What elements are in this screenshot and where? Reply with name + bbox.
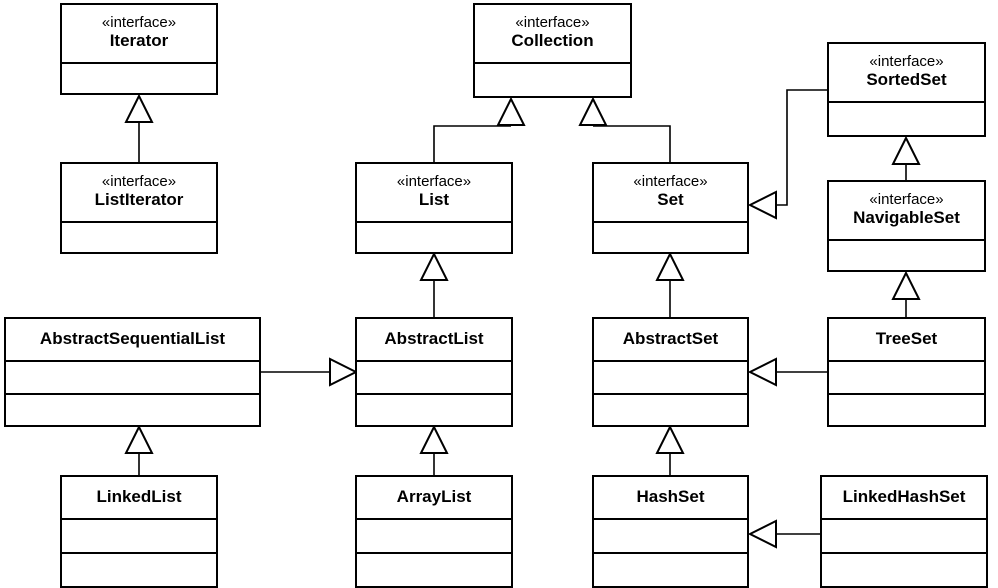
class-name-abstractset: AbstractSet bbox=[622, 328, 719, 348]
class-name-hashset: HashSet bbox=[636, 486, 705, 506]
class-box-arraylist[interactable]: ArrayList bbox=[355, 475, 513, 588]
class-box-header-set: «interface»Set bbox=[594, 164, 747, 223]
edge-listiterator-extends-iterator bbox=[124, 93, 154, 162]
class-box-header-listiterator: «interface»ListIterator bbox=[62, 164, 216, 223]
class-box-sortedset[interactable]: «interface»SortedSet bbox=[827, 42, 986, 137]
attributes-compartment-sortedset bbox=[829, 103, 984, 135]
attributes-compartment-list bbox=[357, 223, 511, 252]
class-name-treeset: TreeSet bbox=[875, 328, 938, 348]
class-box-header-abstractsequentiallist: AbstractSequentialList bbox=[6, 319, 259, 362]
class-box-header-linkedhashset: LinkedHashSet bbox=[822, 477, 986, 520]
attributes-compartment-abstractset bbox=[594, 362, 747, 395]
class-name-arraylist: ArrayList bbox=[396, 486, 472, 506]
stereotype-label-listiterator: «interface» bbox=[101, 172, 177, 190]
class-name-abstractsequentiallist: AbstractSequentialList bbox=[39, 328, 226, 348]
edge-sortedset-extends-set bbox=[747, 89, 827, 220]
class-box-header-abstractset: AbstractSet bbox=[594, 319, 747, 362]
class-box-abstractset[interactable]: AbstractSet bbox=[592, 317, 749, 427]
class-box-abstractlist[interactable]: AbstractList bbox=[355, 317, 513, 427]
class-name-list: List bbox=[418, 190, 450, 210]
attributes-compartment-abstractlist bbox=[357, 362, 511, 395]
attributes-compartment-arraylist bbox=[357, 520, 511, 554]
class-name-linkedhashset: LinkedHashSet bbox=[842, 486, 966, 506]
class-box-iterator[interactable]: «interface»Iterator bbox=[60, 3, 218, 95]
attributes-compartment-iterator bbox=[62, 64, 216, 93]
class-name-set: Set bbox=[657, 190, 684, 210]
class-box-header-iterator: «interface»Iterator bbox=[62, 5, 216, 64]
operations-compartment-abstractsequentiallist bbox=[6, 395, 259, 426]
edge-linkedhashset-extends-hashset bbox=[747, 519, 820, 549]
operations-compartment-linkedhashset bbox=[822, 554, 986, 586]
attributes-compartment-abstractsequentiallist bbox=[6, 362, 259, 395]
attributes-compartment-hashset bbox=[594, 520, 747, 554]
class-box-abstractsequentiallist[interactable]: AbstractSequentialList bbox=[4, 317, 261, 427]
class-box-header-treeset: TreeSet bbox=[829, 319, 984, 362]
class-name-listiterator: ListIterator bbox=[94, 190, 184, 210]
stereotype-label-set: «interface» bbox=[633, 172, 708, 190]
edge-abstractsequentiallist-extends-abstractlist bbox=[261, 357, 359, 387]
edge-treeset-implements-navigableset bbox=[891, 270, 921, 317]
class-box-header-collection: «interface»Collection bbox=[475, 5, 630, 64]
edge-treeset-extends-abstractset bbox=[747, 357, 827, 387]
stereotype-label-iterator: «interface» bbox=[101, 13, 177, 31]
operations-compartment-treeset bbox=[829, 395, 984, 426]
stereotype-label-sortedset: «interface» bbox=[869, 52, 944, 70]
class-name-linkedlist: LinkedList bbox=[96, 486, 182, 506]
class-name-collection: Collection bbox=[511, 31, 594, 51]
class-box-header-hashset: HashSet bbox=[594, 477, 747, 520]
attributes-compartment-linkedhashset bbox=[822, 520, 986, 554]
operations-compartment-abstractset bbox=[594, 395, 747, 426]
class-box-header-linkedlist: LinkedList bbox=[62, 477, 216, 520]
class-box-set[interactable]: «interface»Set bbox=[592, 162, 749, 254]
edge-linkedlist-extends-abstractsequentiallist bbox=[124, 424, 154, 475]
attributes-compartment-listiterator bbox=[62, 223, 216, 252]
stereotype-label-navigableset: «interface» bbox=[869, 190, 944, 208]
class-box-header-list: «interface»List bbox=[357, 164, 511, 223]
edge-arraylist-extends-abstractlist bbox=[419, 424, 449, 475]
stereotype-label-list: «interface» bbox=[396, 172, 472, 190]
class-box-header-abstractlist: AbstractList bbox=[357, 319, 511, 362]
edge-abstractset-implements-set bbox=[655, 251, 685, 317]
operations-compartment-hashset bbox=[594, 554, 747, 586]
class-box-linkedhashset[interactable]: LinkedHashSet bbox=[820, 475, 988, 588]
edge-navigableset-extends-sortedset bbox=[891, 135, 921, 180]
class-name-abstractlist: AbstractList bbox=[384, 328, 484, 348]
edge-set-extends-collection bbox=[578, 96, 671, 162]
class-box-hashset[interactable]: HashSet bbox=[592, 475, 749, 588]
class-box-navigableset[interactable]: «interface»NavigableSet bbox=[827, 180, 986, 272]
class-box-header-navigableset: «interface»NavigableSet bbox=[829, 182, 984, 241]
attributes-compartment-treeset bbox=[829, 362, 984, 395]
class-name-navigableset: NavigableSet bbox=[853, 208, 960, 228]
class-box-linkedlist[interactable]: LinkedList bbox=[60, 475, 218, 588]
class-box-header-arraylist: ArrayList bbox=[357, 477, 511, 520]
stereotype-label-collection: «interface» bbox=[515, 13, 590, 31]
class-box-treeset[interactable]: TreeSet bbox=[827, 317, 986, 427]
class-name-sortedset: SortedSet bbox=[866, 70, 947, 90]
operations-compartment-abstractlist bbox=[357, 395, 511, 426]
edge-abstractlist-implements-list bbox=[419, 251, 449, 317]
operations-compartment-linkedlist bbox=[62, 554, 216, 586]
attributes-compartment-linkedlist bbox=[62, 520, 216, 554]
class-box-listiterator[interactable]: «interface»ListIterator bbox=[60, 162, 218, 254]
class-box-list[interactable]: «interface»List bbox=[355, 162, 513, 254]
attributes-compartment-set bbox=[594, 223, 747, 252]
class-box-header-sortedset: «interface»SortedSet bbox=[829, 44, 984, 103]
edge-list-extends-collection bbox=[433, 96, 526, 162]
edge-hashset-extends-abstractset bbox=[655, 424, 685, 475]
attributes-compartment-navigableset bbox=[829, 241, 984, 270]
class-box-collection[interactable]: «interface»Collection bbox=[473, 3, 632, 98]
operations-compartment-arraylist bbox=[357, 554, 511, 586]
class-name-iterator: Iterator bbox=[109, 31, 169, 51]
attributes-compartment-collection bbox=[475, 64, 630, 96]
